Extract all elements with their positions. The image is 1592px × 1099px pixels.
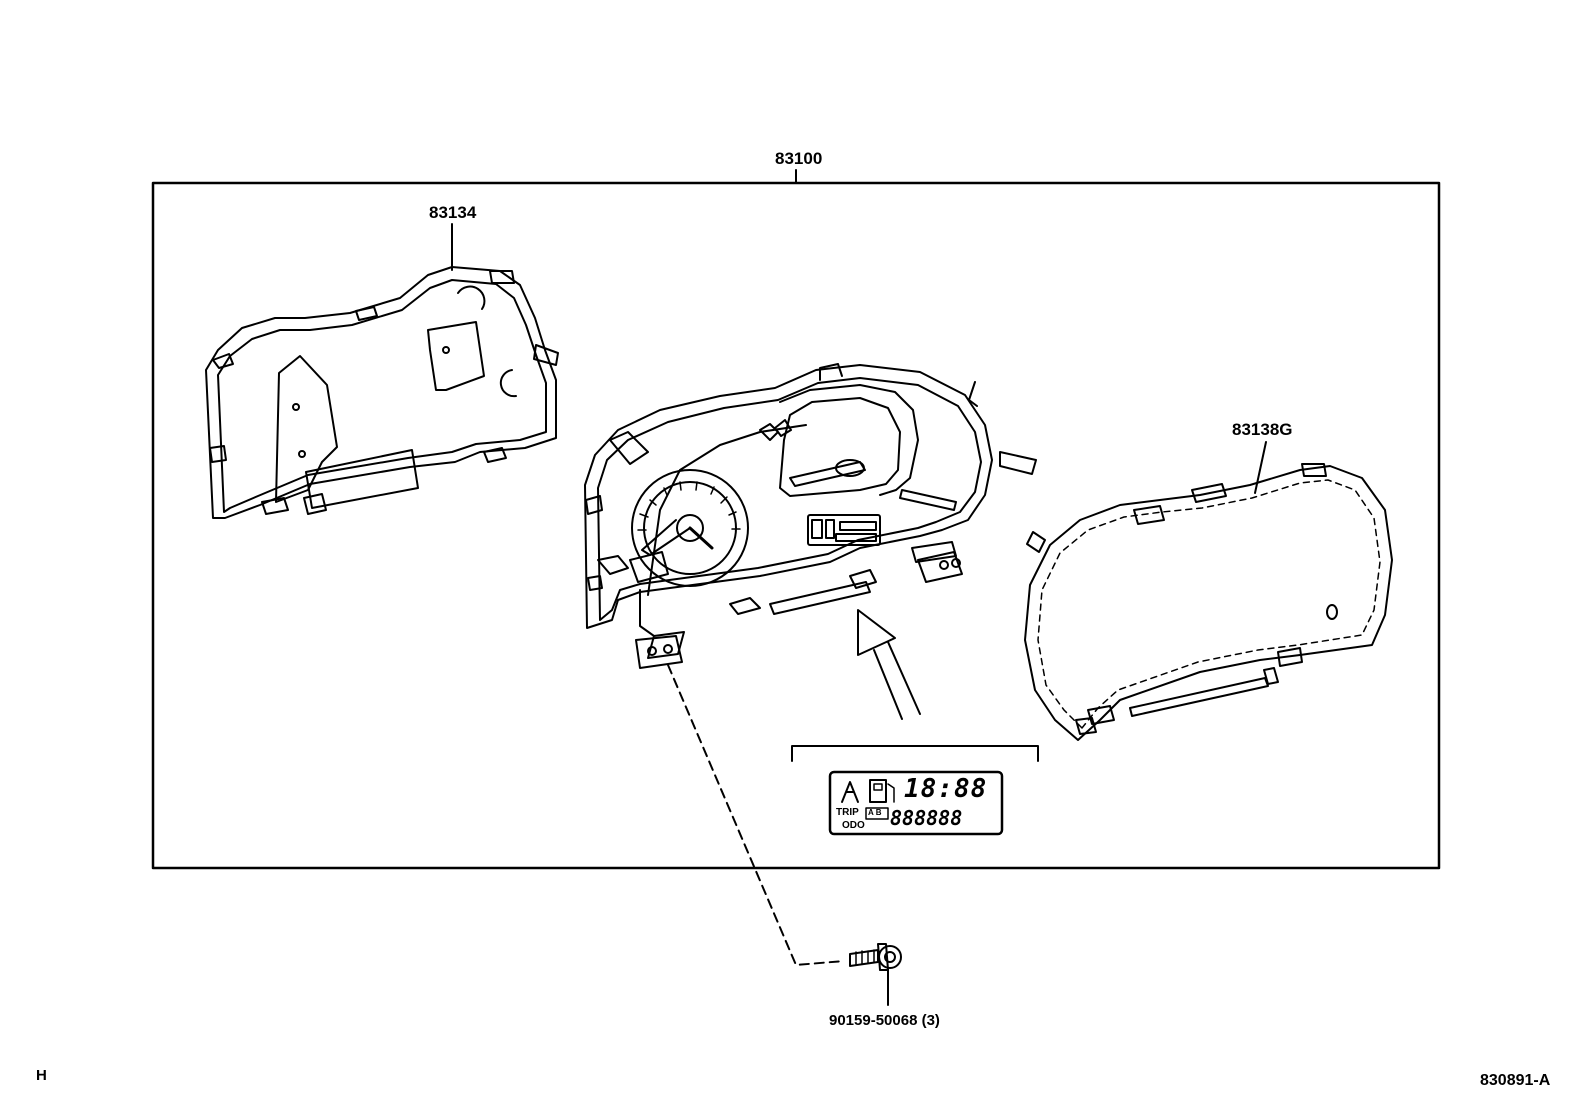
glass-83138g — [1024, 463, 1393, 741]
lcd-odometer: 888888 — [890, 806, 963, 830]
label-83134: 83134 — [429, 203, 477, 222]
ab-box — [865, 807, 889, 820]
label-83138g: 83138G — [1232, 420, 1293, 439]
glass-leader — [1254, 441, 1267, 494]
assembly-frame — [151, 181, 1441, 870]
label-screw-part: 90159-50068 (3) — [829, 1012, 940, 1029]
back-case-83134 — [205, 266, 559, 519]
screw-dashed-leader — [667, 664, 845, 966]
label-corner-h: H — [36, 1067, 47, 1084]
lcd-callout-bracket — [791, 745, 1039, 762]
meter-body — [584, 363, 1037, 669]
label-83100: 83100 — [775, 149, 823, 168]
lcd-trip-label: TRIP — [836, 807, 859, 818]
lcd-clock: 18:88 — [904, 774, 988, 804]
screw-icon — [849, 943, 902, 971]
lcd-callout-arrow — [857, 609, 921, 720]
lcd-odo-label: ODO — [842, 820, 865, 831]
lcd-ab-label: A B — [868, 808, 882, 817]
label-figure-id: 830891-A — [1480, 1072, 1551, 1089]
lcd-detail — [828, 770, 1004, 836]
